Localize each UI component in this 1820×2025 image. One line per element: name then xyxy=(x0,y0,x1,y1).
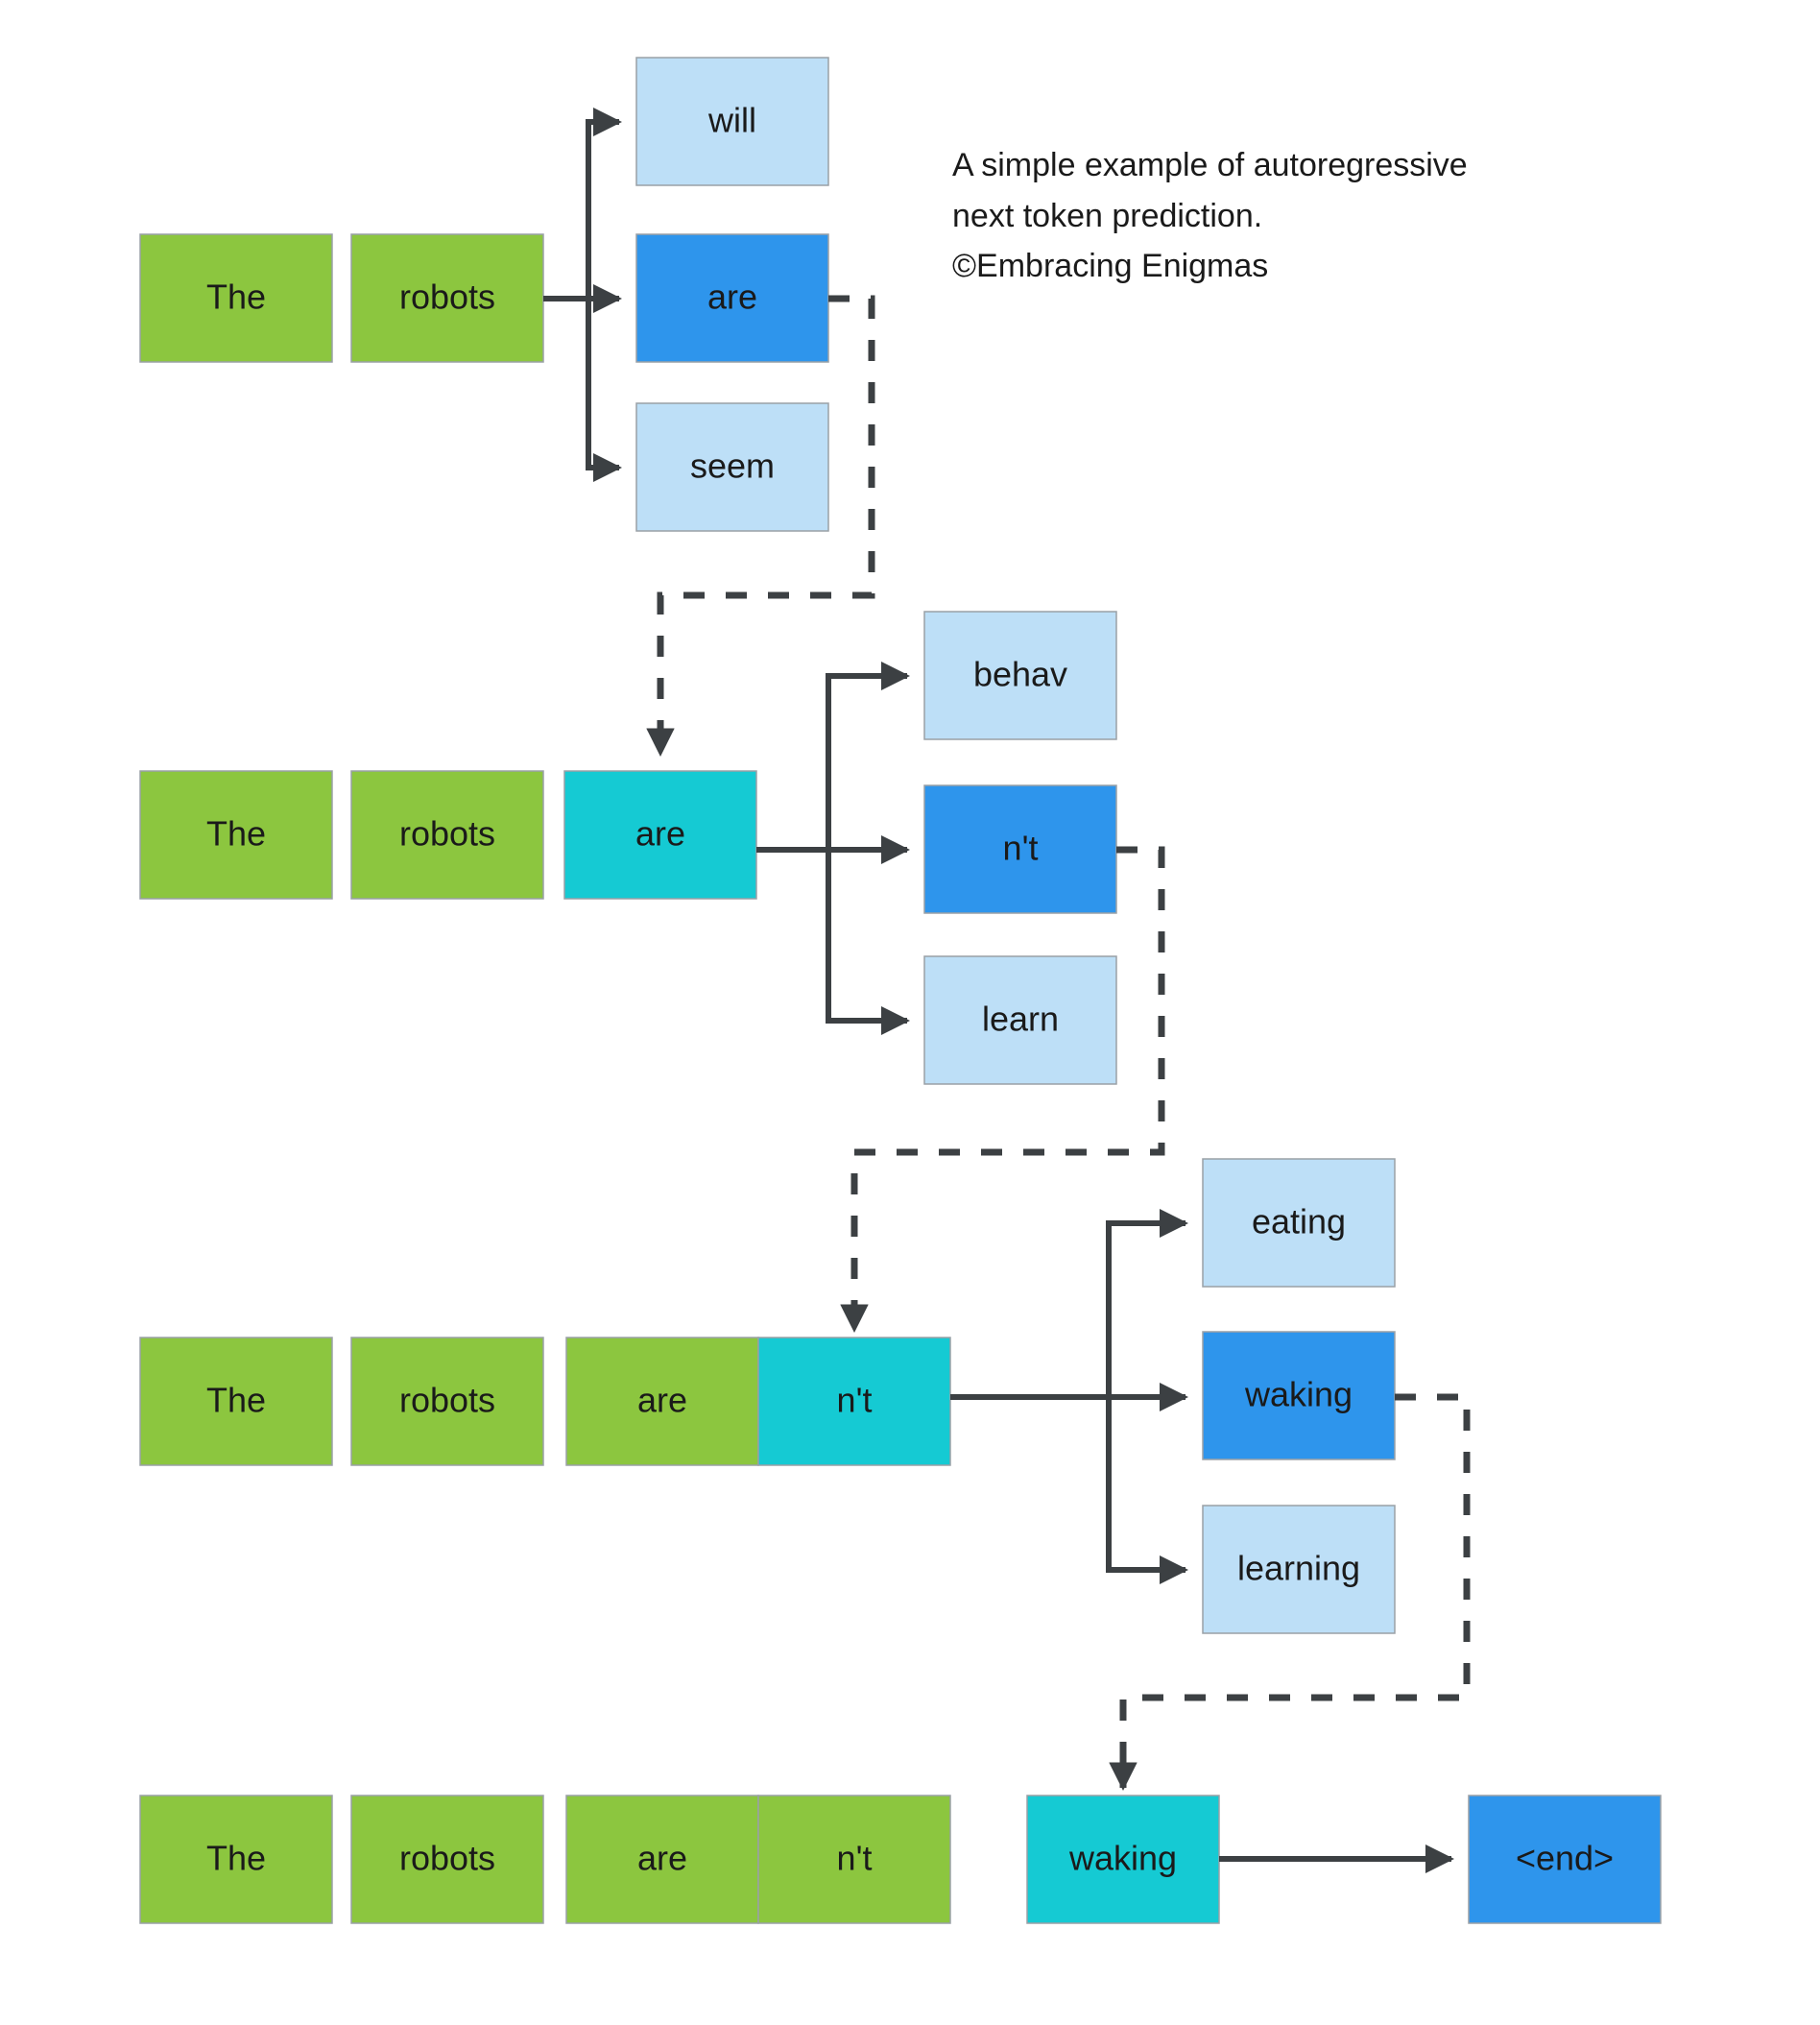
candidate-box-chosen[interactable]: n't xyxy=(923,784,1117,914)
token-label: The xyxy=(206,277,266,317)
step-1-group: The robots will are seem xyxy=(139,57,875,757)
step-4-group: The robots are n't waking <end> xyxy=(139,1795,1662,1924)
candidate-label: will xyxy=(707,101,756,140)
token-label: The xyxy=(206,1839,266,1878)
token-box[interactable]: robots xyxy=(350,233,544,363)
token-box[interactable]: are xyxy=(565,1795,759,1924)
token-label: robots xyxy=(399,1381,495,1420)
candidate-box[interactable]: learn xyxy=(923,955,1117,1085)
token-box-selected[interactable]: are xyxy=(563,770,757,900)
step-1-candidates: will are seem xyxy=(635,57,829,532)
token-box[interactable]: The xyxy=(139,233,333,363)
token-label: The xyxy=(206,1381,266,1420)
token-label: robots xyxy=(399,1839,495,1878)
candidate-label: learning xyxy=(1237,1549,1360,1588)
dashed-carry-step3-to-step4 xyxy=(1109,1393,1471,1791)
edge-to-candidate-behav xyxy=(826,662,910,850)
token-box[interactable]: robots xyxy=(350,1337,544,1466)
candidate-label: behav xyxy=(973,655,1067,694)
step-4-context: The robots are n't waking xyxy=(139,1795,1220,1924)
candidate-box-chosen[interactable]: waking xyxy=(1202,1331,1396,1460)
token-box[interactable]: robots xyxy=(350,770,544,900)
token-label: are xyxy=(637,1839,687,1878)
caption-line-2: next token prediction. xyxy=(952,198,1262,234)
candidate-box[interactable]: behav xyxy=(923,611,1117,740)
token-box[interactable]: robots xyxy=(350,1795,544,1924)
candidate-label: seem xyxy=(690,446,775,486)
token-box[interactable]: The xyxy=(139,1795,333,1924)
candidate-box-chosen[interactable]: <end> xyxy=(1468,1795,1662,1924)
candidate-label: <end> xyxy=(1516,1839,1614,1878)
token-label: n't xyxy=(837,1839,873,1878)
step-2-group: The robots are behav n't learn xyxy=(139,611,1165,1333)
token-label: are xyxy=(635,814,685,854)
dashed-carry-step2-to-step3 xyxy=(840,846,1165,1333)
candidate-label: n't xyxy=(1003,829,1039,868)
step-4-candidates: <end> xyxy=(1468,1795,1662,1924)
token-label: The xyxy=(206,814,266,854)
step-2-context: The robots are xyxy=(139,770,757,900)
step-3-candidates: eating waking learning xyxy=(1202,1158,1396,1634)
caption-block: A simple example of autoregressive next … xyxy=(952,147,1468,284)
candidate-label: waking xyxy=(1244,1375,1353,1414)
step-2-candidates: behav n't learn xyxy=(923,611,1117,1085)
token-label: are xyxy=(637,1381,687,1420)
caption-line-1: A simple example of autoregressive xyxy=(952,147,1468,183)
token-label: waking xyxy=(1068,1839,1177,1878)
candidate-box[interactable]: will xyxy=(635,57,829,186)
token-box[interactable]: The xyxy=(139,770,333,900)
dashed-carry-step1-to-step2 xyxy=(646,295,875,757)
step-3-group: The robots are n't eating waking xyxy=(139,1158,1471,1791)
token-box[interactable]: n't xyxy=(757,1795,951,1924)
edge-to-candidate-learning xyxy=(1106,1397,1188,1584)
token-label: robots xyxy=(399,814,495,854)
candidate-label: eating xyxy=(1252,1202,1346,1242)
token-box-selected[interactable]: waking xyxy=(1026,1795,1220,1924)
candidate-box[interactable]: seem xyxy=(635,402,829,532)
token-box[interactable]: The xyxy=(139,1337,333,1466)
edge-to-candidate-will xyxy=(586,108,622,299)
edge-to-candidate-learn xyxy=(826,850,910,1035)
candidate-label: are xyxy=(707,277,757,317)
edge-to-candidate-eating xyxy=(1106,1209,1188,1397)
candidate-box[interactable]: eating xyxy=(1202,1158,1396,1288)
token-label: n't xyxy=(837,1381,873,1420)
token-label: robots xyxy=(399,277,495,317)
edge-to-candidate-seem xyxy=(586,299,622,482)
token-box-selected[interactable]: n't xyxy=(757,1337,951,1466)
candidate-label: learn xyxy=(982,1000,1059,1039)
token-box[interactable]: are xyxy=(565,1337,759,1466)
step-3-context: The robots are n't xyxy=(139,1337,951,1466)
candidate-box-chosen[interactable]: are xyxy=(635,233,829,363)
candidate-box[interactable]: learning xyxy=(1202,1505,1396,1634)
caption-line-3: ©Embracing Enigmas xyxy=(952,248,1268,284)
